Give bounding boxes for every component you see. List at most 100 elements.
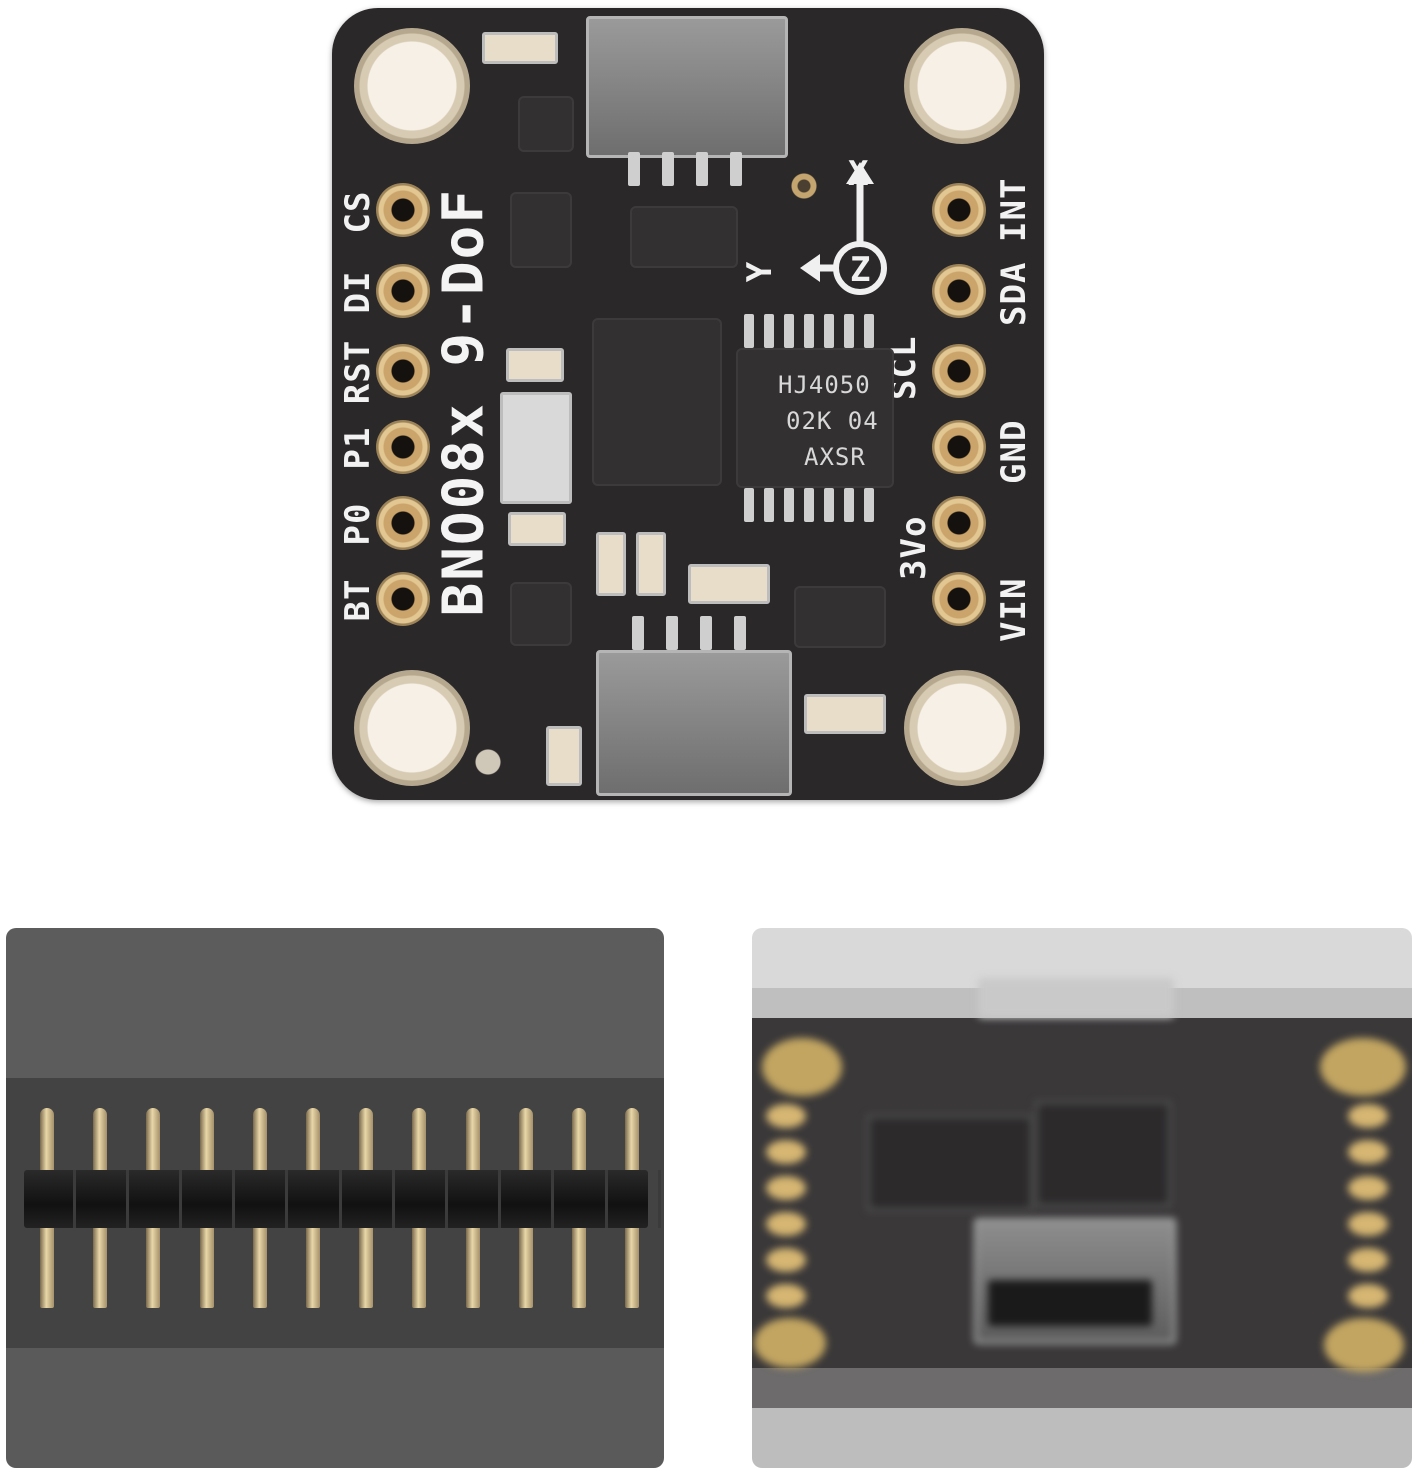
closeup-pin-pad [1348, 1284, 1388, 1308]
pad-left-3 [376, 344, 430, 398]
ic-leg [844, 314, 854, 348]
pad-right-4 [932, 420, 986, 474]
connector-leg [730, 152, 742, 186]
pin-label-di: DI [338, 270, 378, 314]
closeup-pin-pad [766, 1176, 806, 1200]
resistor-bottom-left [546, 726, 582, 786]
mounting-hole-top-left [354, 28, 470, 144]
pin-label-rst: RST [338, 339, 378, 405]
pin-label-p1: P1 [338, 426, 378, 470]
header-segment-divider [498, 1170, 502, 1228]
closeup-pad-left [754, 1318, 826, 1368]
pin-label-p0: P0 [338, 502, 378, 546]
ic-leg [844, 488, 854, 522]
level-shifter-chip [736, 348, 894, 488]
pin-label-cs: CS [338, 190, 378, 234]
resistor-mid [506, 348, 564, 382]
capacitor [688, 564, 770, 604]
connector-leg [662, 152, 674, 186]
closeup-chip-left [870, 1118, 1030, 1208]
connector-leg [700, 616, 712, 650]
led-2 [636, 532, 666, 596]
pin-label-int: INT [994, 177, 1034, 242]
closeup-pin-pad [766, 1284, 806, 1308]
axis-label-y: Y [740, 261, 781, 283]
closeup-pin-pad [766, 1248, 806, 1272]
axis-label-z: Z [850, 250, 871, 290]
board-title: BNO08x 9-DoF [431, 187, 497, 617]
pin-label-3vo: 3Vo [894, 515, 934, 580]
ic-leg [804, 488, 814, 522]
via [790, 172, 818, 200]
pad-left-1 [376, 183, 430, 237]
small-ic-upper-right [630, 206, 738, 268]
resistor-top [482, 32, 558, 64]
header-segment-divider [604, 1170, 608, 1228]
ic-leg [744, 488, 754, 522]
ic-leg [784, 314, 794, 348]
header-segment-divider [391, 1170, 395, 1228]
led-1 [596, 532, 626, 596]
closeup-top-connector [978, 978, 1174, 1018]
pad-right-6 [932, 572, 986, 626]
header-segment-divider [338, 1170, 342, 1228]
ic-leg [864, 314, 874, 348]
connector-leg [632, 616, 644, 650]
header-segment-divider [551, 1170, 555, 1228]
pad-left-2 [376, 264, 430, 318]
header-plastic-body [24, 1170, 661, 1228]
closeup-pin-pad [766, 1140, 806, 1164]
closeup-pin-pad [1348, 1104, 1388, 1128]
closeup-pad-right-top [1320, 1038, 1406, 1096]
header-segment-divider [285, 1170, 289, 1228]
closeup-pad-right [1324, 1318, 1404, 1372]
small-ic-upper-left [510, 192, 572, 268]
closeup-connector-mouth [988, 1280, 1152, 1326]
pad-right-5 [932, 496, 986, 550]
header-segment-divider [232, 1170, 236, 1228]
pin-header-photo [6, 928, 664, 1468]
pin-label-sda: SDA [994, 261, 1034, 326]
via [472, 746, 504, 778]
bno08x-board: CS DI RST P1 P0 BT INT SDA SCL GND 3Vo V… [332, 8, 1044, 800]
closeup-pin-pad [1348, 1140, 1388, 1164]
header-segment-divider [125, 1170, 129, 1228]
pin-label-gnd: GND [994, 419, 1034, 484]
ic-leg [824, 488, 834, 522]
mounting-hole-bottom-right [904, 670, 1020, 786]
closeup-pin-pad [766, 1104, 806, 1128]
ic-leg [764, 488, 774, 522]
header-segment-divider [657, 1170, 661, 1228]
small-ic-lower-left [510, 582, 572, 646]
ic-leg [804, 314, 814, 348]
crystal [500, 392, 572, 504]
connector-leg [628, 152, 640, 186]
mounting-hole-bottom-left [354, 670, 470, 786]
closeup-pad-left-top [762, 1038, 842, 1096]
ic-leg [764, 314, 774, 348]
ic-leg [864, 488, 874, 522]
voltage-regulator [794, 586, 886, 648]
axis-indicator-icon [800, 162, 887, 295]
pad-left-5 [376, 496, 430, 550]
connector-leg [696, 152, 708, 186]
header-segment-divider [445, 1170, 448, 1228]
closeup-pin-pad [766, 1212, 806, 1236]
header-segment-divider [72, 1170, 76, 1228]
pad-left-4 [376, 420, 430, 474]
closeup-chip-right [1038, 1104, 1168, 1204]
pin-label-vin: VIN [994, 577, 1034, 642]
connector-leg [734, 616, 746, 650]
header-segment-divider [179, 1170, 182, 1228]
stemma-connector-bottom [596, 650, 792, 796]
capacitor-bottom [804, 694, 886, 734]
pad-right-1 [932, 183, 986, 237]
resistor-low [508, 512, 566, 546]
bno08x-sensor-chip [592, 318, 722, 486]
small-ic-top [518, 96, 574, 152]
chip-marking-line-1: HJ4050 [778, 371, 871, 399]
stemma-connector-top [586, 16, 788, 158]
closeup-pin-pad [1348, 1248, 1388, 1272]
ic-leg [744, 314, 754, 348]
axis-label-x: X [848, 154, 869, 194]
